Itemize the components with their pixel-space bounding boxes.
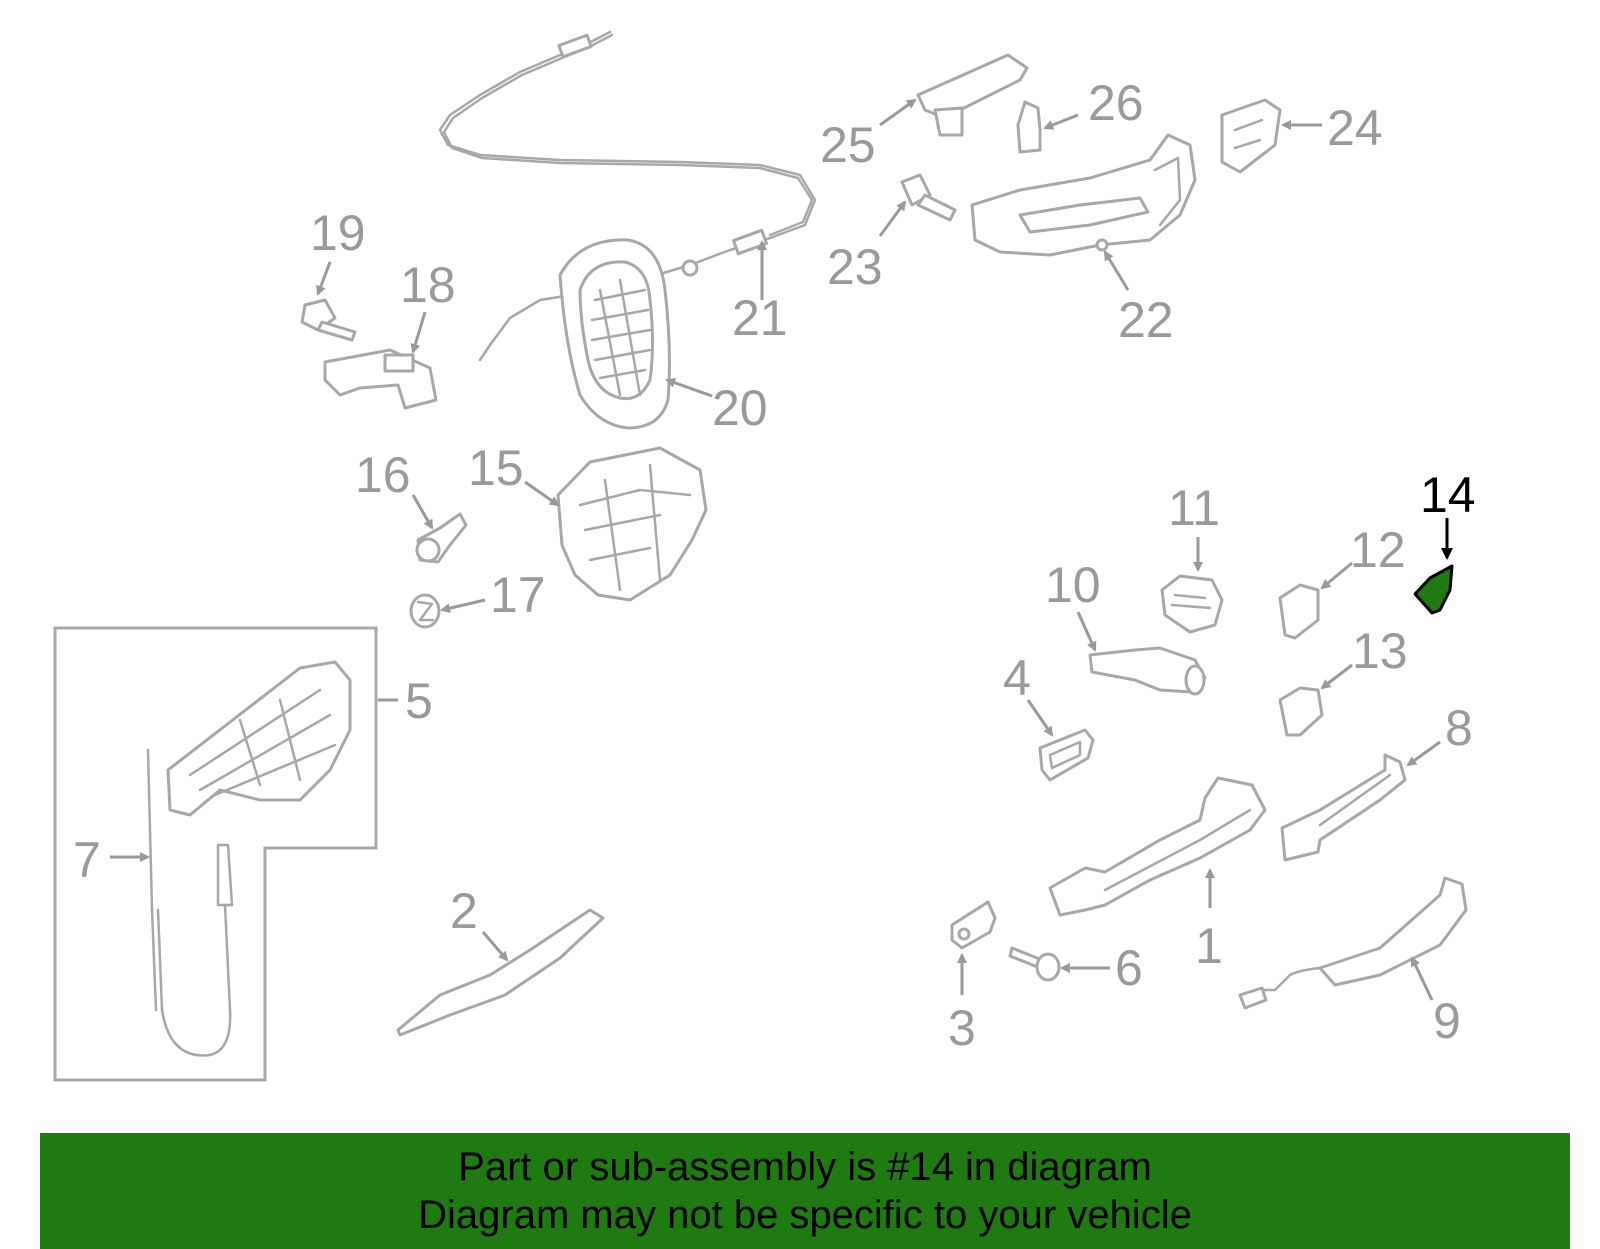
- callout-2: 2: [450, 883, 478, 939]
- callout-18: 18: [400, 257, 456, 313]
- callout-8: 8: [1445, 700, 1473, 756]
- banner-line-2: Diagram may not be specific to your vehi…: [418, 1193, 1192, 1237]
- callout-23: 23: [827, 239, 883, 295]
- callout-21: 21: [732, 290, 788, 346]
- part-14-highlighted: [1413, 518, 1454, 615]
- part-2-trim: [396, 908, 605, 1037]
- callout-15: 15: [468, 440, 524, 496]
- callout-6: 6: [1115, 940, 1143, 996]
- callout-5: 5: [405, 673, 433, 729]
- banner-line-1: Part or sub-assembly is #14 in diagram: [458, 1145, 1152, 1189]
- part-6-screw: [1008, 946, 1110, 982]
- callout-12: 12: [1350, 522, 1406, 578]
- callout-25: 25: [820, 117, 876, 173]
- callout-26: 26: [1088, 75, 1144, 131]
- part-25-cover: [879, 53, 1029, 137]
- callout-9: 9: [1433, 993, 1461, 1049]
- callout-16: 16: [355, 447, 411, 503]
- part-23-screw: [878, 173, 957, 237]
- part-17-nut: [409, 593, 486, 629]
- callout-7: 7: [73, 832, 101, 888]
- callout-22: 22: [1118, 292, 1174, 348]
- callout-24: 24: [1327, 100, 1383, 156]
- callout-3: 3: [948, 1000, 976, 1056]
- part-1-outer-handle: [1048, 776, 1267, 917]
- callout-10: 10: [1045, 557, 1101, 613]
- part-18-bracket: [323, 311, 438, 410]
- part-22-inner-handle: [970, 133, 1197, 291]
- part-24-trim: [1220, 98, 1322, 174]
- part-13-cap: [1278, 663, 1353, 737]
- callout-4: 4: [1003, 650, 1031, 706]
- part-11-cylinder: [1160, 537, 1224, 634]
- callout-13: 13: [1352, 623, 1408, 679]
- part-5-assembly-box: [53, 626, 398, 1082]
- part-4-gasket: [1026, 699, 1095, 782]
- part-20-bezel: [558, 238, 713, 430]
- part-15-latch: [524, 446, 708, 602]
- callout-11: 11: [1168, 480, 1220, 536]
- callout-1: 1: [1195, 918, 1223, 974]
- callout-20: 20: [712, 380, 768, 436]
- callout-17: 17: [490, 567, 546, 623]
- part-16-bolt: [411, 494, 468, 564]
- info-banner: Part or sub-assembly is #14 in diagram D…: [40, 1133, 1570, 1249]
- part-26-clip: [1016, 100, 1079, 154]
- part-12-cap: [1278, 561, 1353, 640]
- part-10-lock-cylinder: [1076, 611, 1207, 696]
- part-19-screw: [300, 261, 357, 342]
- part-3-seal: [950, 900, 997, 995]
- part-9-handle-sensor: [1238, 876, 1468, 1010]
- callout-19: 19: [310, 205, 366, 261]
- part-8-handle-cover: [1280, 740, 1441, 862]
- callout-labels: 1 2 3 4 5 6 7 8 9 10 11 12 13 14 15 16 1…: [73, 75, 1476, 1056]
- callout-14: 14: [1420, 467, 1476, 523]
